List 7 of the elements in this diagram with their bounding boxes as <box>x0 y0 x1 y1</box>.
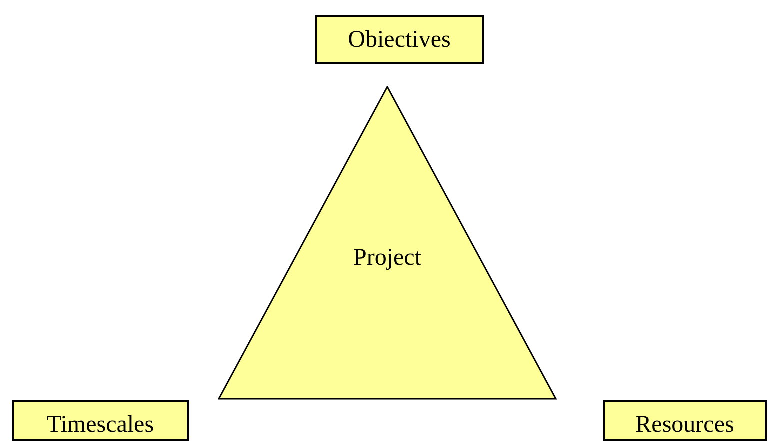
box-label: Resources <box>636 413 734 437</box>
box-label: Timescales <box>46 413 154 437</box>
label-box <box>12 400 189 441</box>
triangle-label: Project <box>354 246 422 270</box>
label-box <box>603 400 767 441</box>
box-label: Obiectives <box>348 28 451 52</box>
label-box <box>315 15 484 64</box>
